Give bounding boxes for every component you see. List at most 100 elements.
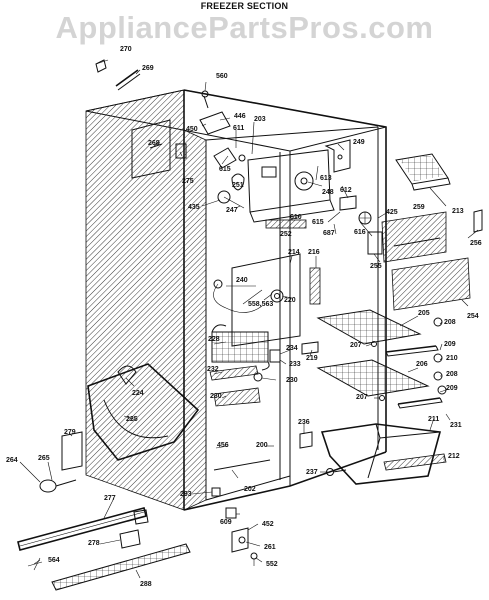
label-452: 452 bbox=[262, 521, 274, 528]
label-230: 230 bbox=[286, 377, 298, 384]
label-203: 203 bbox=[254, 116, 266, 123]
label-210: 210 bbox=[446, 355, 458, 362]
bin-225 bbox=[87, 363, 200, 461]
rail-232 bbox=[209, 365, 259, 381]
label-610: 610 bbox=[290, 214, 302, 221]
label-207: 207 bbox=[350, 342, 362, 349]
label-293: 293 bbox=[180, 491, 192, 498]
bar-216 bbox=[309, 267, 321, 305]
bottom-hardware bbox=[211, 487, 258, 566]
control-housing bbox=[247, 149, 335, 229]
watermark: AppliancePartsPros.com bbox=[55, 10, 434, 45]
label-219: 219 bbox=[306, 355, 318, 362]
part-278 bbox=[119, 529, 141, 549]
wire-shelf-upper bbox=[316, 309, 439, 357]
bracket-230 bbox=[213, 387, 261, 407]
coil-228 bbox=[211, 324, 270, 371]
label-277: 277 bbox=[104, 495, 116, 502]
leveler-264 bbox=[39, 479, 77, 493]
label-252: 252 bbox=[280, 231, 292, 238]
label-615: 615 bbox=[219, 166, 231, 173]
label-612: 612 bbox=[340, 187, 352, 194]
label-278: 278 bbox=[88, 540, 100, 547]
grille-288 bbox=[51, 543, 191, 591]
door-bin-259 bbox=[381, 211, 447, 263]
hinge-hardware bbox=[253, 341, 319, 382]
plate-279 bbox=[61, 431, 83, 471]
label-613: 613 bbox=[320, 175, 332, 182]
strip-202 bbox=[213, 459, 271, 471]
rail-277 bbox=[17, 507, 147, 551]
label-233: 233 bbox=[289, 361, 301, 368]
label-259: 259 bbox=[413, 204, 425, 211]
label-214: 214 bbox=[288, 249, 300, 256]
wire-shelf-lower bbox=[316, 359, 443, 409]
label-220: 220 bbox=[284, 297, 296, 304]
label-236: 236 bbox=[298, 419, 310, 426]
label-240: 240 bbox=[236, 277, 248, 284]
bracket-249 bbox=[324, 139, 351, 173]
label-609: 609 bbox=[220, 519, 232, 526]
label-249: 249 bbox=[353, 139, 365, 146]
evaporator-cover-214 bbox=[231, 253, 301, 347]
part-number-labels: 270 269 560 446 450 611 203 268 275 615 … bbox=[6, 46, 482, 588]
label-208: 208 bbox=[444, 319, 456, 326]
label-256: 256 bbox=[470, 240, 482, 247]
label-269: 269 bbox=[142, 65, 154, 72]
label-202: 202 bbox=[244, 486, 256, 493]
label-230: 230 bbox=[210, 393, 222, 400]
switch-268 bbox=[131, 119, 187, 179]
label-558-563: 558,563 bbox=[248, 301, 273, 308]
label-206: 206 bbox=[416, 361, 428, 368]
label-237: 237 bbox=[306, 469, 318, 476]
top-hardware bbox=[199, 90, 231, 135]
cabinet-body bbox=[85, 89, 387, 511]
label-279: 279 bbox=[64, 429, 76, 436]
label-228: 228 bbox=[208, 336, 220, 343]
label-564: 564 bbox=[48, 557, 60, 564]
label-687: 687 bbox=[323, 230, 335, 237]
small-hardware bbox=[213, 147, 372, 225]
label-275: 275 bbox=[182, 178, 194, 185]
label-288: 288 bbox=[140, 581, 152, 588]
label-208: 208 bbox=[446, 371, 458, 378]
label-268: 268 bbox=[148, 140, 160, 147]
label-265: 265 bbox=[38, 455, 50, 462]
label-446: 446 bbox=[234, 113, 246, 120]
label-248: 248 bbox=[322, 189, 334, 196]
label-207: 207 bbox=[356, 394, 368, 401]
label-211: 211 bbox=[428, 416, 439, 423]
label-552: 552 bbox=[266, 561, 278, 568]
shelf-front-254 bbox=[391, 257, 471, 311]
label-212: 212 bbox=[448, 453, 460, 460]
label-209: 209 bbox=[446, 385, 458, 392]
label-264: 264 bbox=[6, 457, 18, 464]
label-232: 232 bbox=[207, 366, 219, 373]
label-213: 213 bbox=[452, 208, 464, 215]
label-425: 425 bbox=[386, 209, 398, 216]
label-251: 251 bbox=[232, 182, 244, 189]
label-234: 234 bbox=[286, 345, 298, 352]
label-216: 216 bbox=[308, 249, 320, 256]
label-254: 254 bbox=[467, 313, 479, 320]
label-456: 456 bbox=[217, 442, 229, 449]
part-256 bbox=[473, 209, 483, 233]
label-615: 615 bbox=[312, 219, 324, 226]
label-611: 611 bbox=[233, 125, 244, 132]
label-270: 270 bbox=[120, 46, 132, 53]
screw-564 bbox=[27, 557, 43, 571]
label-616: 616 bbox=[354, 229, 366, 236]
label-450: 450 bbox=[186, 126, 198, 133]
label-224: 224 bbox=[132, 390, 144, 397]
cord-240 bbox=[213, 283, 263, 313]
label-261: 261 bbox=[264, 544, 276, 551]
drawer-211 bbox=[320, 423, 447, 485]
label-255: 255 bbox=[370, 263, 382, 270]
label-225: 225 bbox=[126, 416, 138, 423]
ice-tray-213 bbox=[395, 153, 451, 191]
label-231: 231 bbox=[450, 422, 462, 429]
plate-255 bbox=[367, 231, 383, 255]
label-200: 200 bbox=[256, 442, 268, 449]
parts-269-270 bbox=[95, 59, 141, 91]
